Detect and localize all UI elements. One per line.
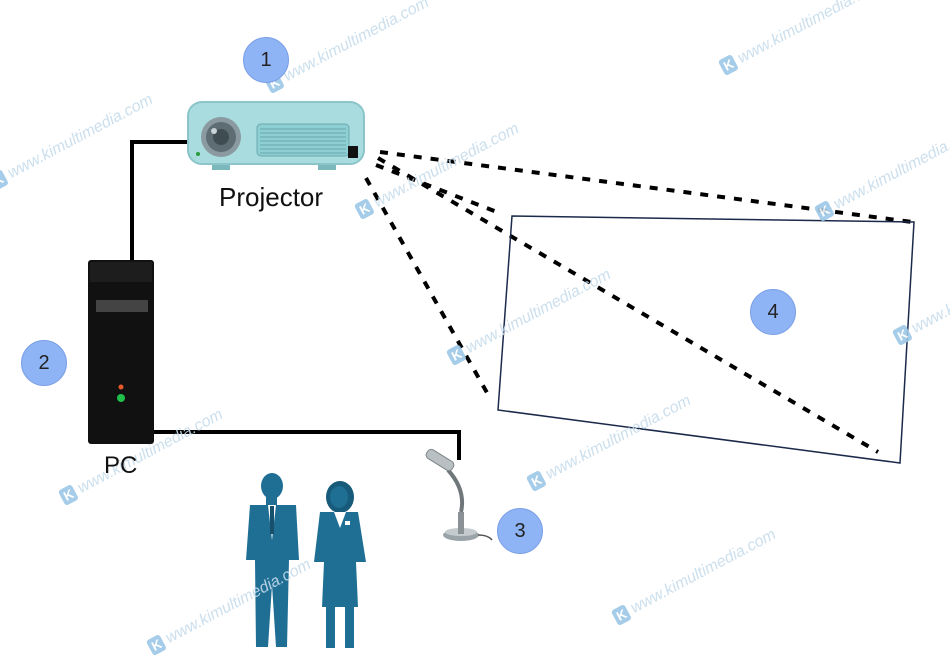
people-figures-icon (246, 473, 366, 648)
microphone-icon (425, 448, 493, 541)
marker-1: 1 (243, 37, 289, 83)
projector-label: Projector (219, 182, 324, 212)
pc-label: PC (104, 452, 138, 479)
pc-tower-icon (88, 260, 154, 444)
cable-projector-pc (130, 140, 192, 262)
projection-screen (497, 215, 915, 464)
marker-3: 3 (497, 508, 543, 554)
projector-icon (187, 101, 365, 170)
marker-2: 2 (21, 340, 67, 386)
cable-pc-microphone (152, 430, 461, 460)
marker-4: 4 (750, 289, 796, 335)
